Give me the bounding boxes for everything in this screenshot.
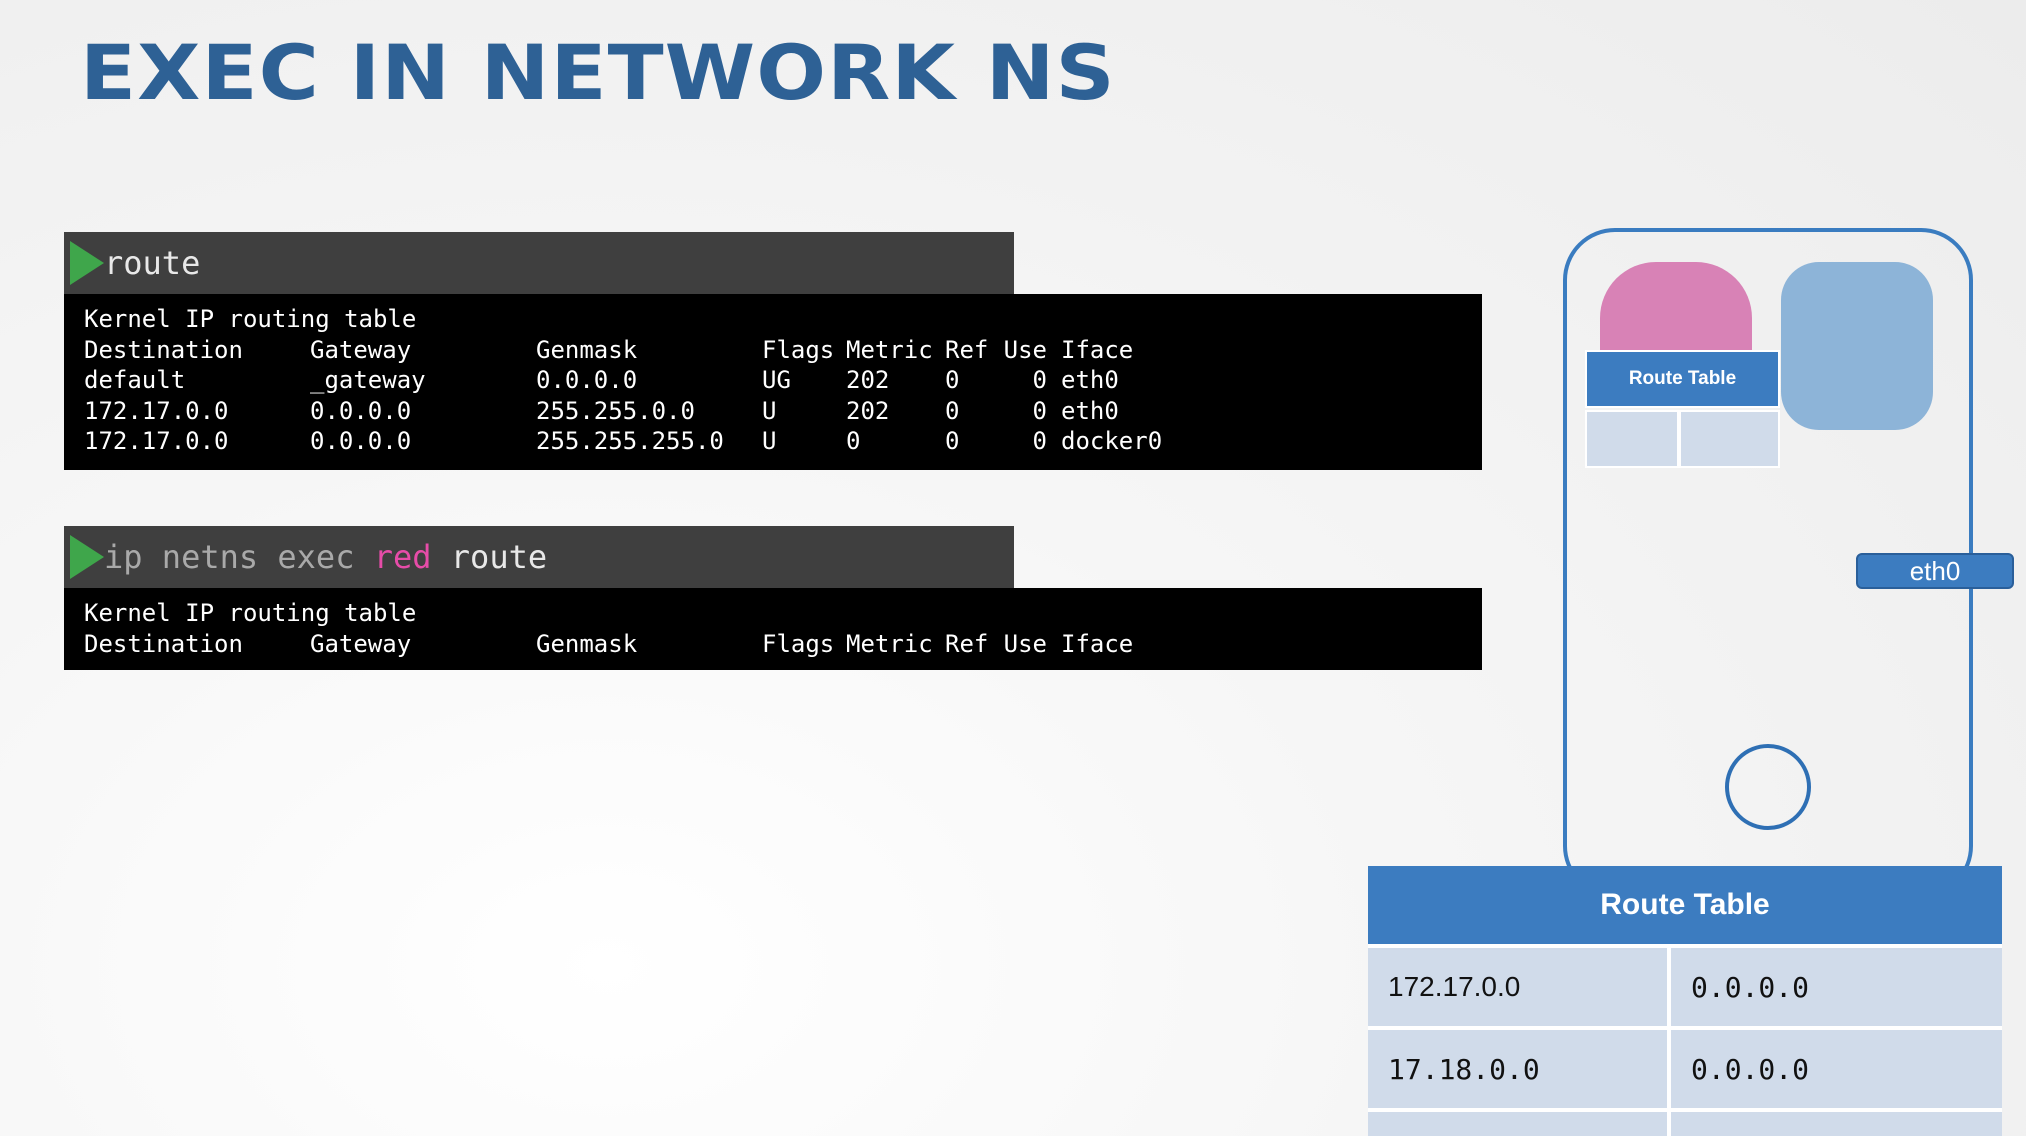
col-metric: Metric: [846, 629, 933, 658]
cell-use: 0: [1032, 396, 1047, 425]
command-text: ip netns exec red route: [104, 538, 547, 576]
cell-use: 0: [1032, 427, 1047, 455]
cell-flags: U: [762, 427, 777, 455]
col-iface: Iface: [1061, 629, 1134, 658]
col-flags: Flags: [762, 335, 835, 364]
route-row: 172.17.0.0 0.0.0.0 255.255.255.0 U 0 0 0…: [84, 426, 1462, 457]
cell-genmask: 0.0.0.0: [536, 366, 638, 394]
col-genmask: Genmask: [536, 629, 638, 658]
route-table-empty-cell: [1368, 1112, 1667, 1136]
command-text: route: [104, 244, 201, 282]
route-table-gateway: 0.0.0.0: [1671, 1030, 2002, 1108]
route-table-empty-cell: [1671, 1112, 2002, 1136]
cell-ref: 0: [945, 427, 960, 455]
col-ref: Ref: [945, 335, 989, 364]
col-metric: Metric: [846, 335, 933, 364]
page-title: EXEC IN NETWORK NS: [80, 28, 1116, 117]
col-gateway: Gateway: [310, 629, 412, 658]
col-iface: Iface: [1061, 335, 1134, 364]
cell-metric: 202: [846, 396, 890, 425]
col-destination: Destination: [84, 629, 243, 658]
cell-destination: default: [84, 366, 186, 394]
cell-gateway: 0.0.0.0: [310, 427, 412, 455]
route-table-header: Route Table: [1368, 866, 2002, 944]
col-gateway: Gateway: [310, 335, 412, 364]
route-table-destination: 172.17.0.0: [1368, 948, 1667, 1026]
namespace-name: red: [373, 538, 432, 576]
eth0-interface: eth0: [1856, 553, 2014, 589]
blue-namespace-shape: [1781, 262, 1933, 430]
cell-iface: docker0: [1061, 427, 1163, 455]
route-table: Route Table 172.17.0.0 0.0.0.0 17.18.0.0…: [1368, 866, 2002, 1136]
prompt-arrow-icon: [70, 535, 104, 579]
prompt-arrow-icon: [70, 241, 104, 285]
cell-genmask: 255.255.0.0: [536, 396, 695, 425]
cell-metric: 0: [846, 427, 861, 455]
cell-flags: UG: [762, 366, 791, 394]
command-prefix: ip netns exec: [104, 538, 374, 576]
cell-flags: U: [762, 396, 777, 425]
col-ref: Ref: [945, 629, 989, 658]
output-heading: Kernel IP routing table: [84, 599, 417, 627]
terminal-output-2: Kernel IP routing table Destination Gate…: [64, 588, 1482, 670]
output-heading: Kernel IP routing table: [84, 305, 417, 333]
small-route-table-header: Route Table: [1585, 350, 1780, 408]
col-use: Use: [1003, 335, 1047, 364]
col-use: Use: [1003, 629, 1047, 658]
cell-destination: 172.17.0.0: [84, 396, 229, 425]
route-row: 172.17.0.0 0.0.0.0 255.255.0.0 U 202 0 0…: [84, 396, 1462, 427]
cell-iface: eth0: [1061, 396, 1119, 425]
cell-metric: 202: [846, 366, 890, 394]
cell-ref: 0: [945, 366, 960, 394]
cell-use: 0: [1032, 366, 1047, 394]
command-bar-1: route: [64, 232, 1014, 294]
small-route-table-cell: [1585, 410, 1679, 468]
cell-gateway: _gateway: [310, 366, 426, 394]
small-route-table-cell: [1679, 410, 1780, 468]
column-header-row: Destination Gateway Genmask Flags Metric…: [84, 629, 1462, 660]
cell-ref: 0: [945, 396, 960, 425]
route-table-gateway: 0.0.0.0: [1671, 948, 2002, 1026]
command-bar-2: ip netns exec red route: [64, 526, 1014, 588]
col-genmask: Genmask: [536, 335, 638, 364]
cell-iface: eth0: [1061, 366, 1119, 394]
route-table-destination: 17.18.0.0: [1368, 1030, 1667, 1108]
col-destination: Destination: [84, 335, 243, 364]
command-suffix: route: [431, 538, 548, 576]
cell-destination: 172.17.0.0: [84, 427, 229, 455]
col-flags: Flags: [762, 629, 835, 658]
column-header-row: Destination Gateway Genmask Flags Metric…: [84, 335, 1462, 366]
red-namespace-shape: [1600, 262, 1752, 354]
namespace-circle: [1725, 744, 1811, 830]
cell-genmask: 255.255.255.0: [536, 427, 724, 455]
cell-gateway: 0.0.0.0: [310, 396, 412, 425]
terminal-output-1: Kernel IP routing table Destination Gate…: [64, 294, 1482, 470]
route-row: default _gateway 0.0.0.0 UG 202 0 0 eth0: [84, 365, 1462, 396]
